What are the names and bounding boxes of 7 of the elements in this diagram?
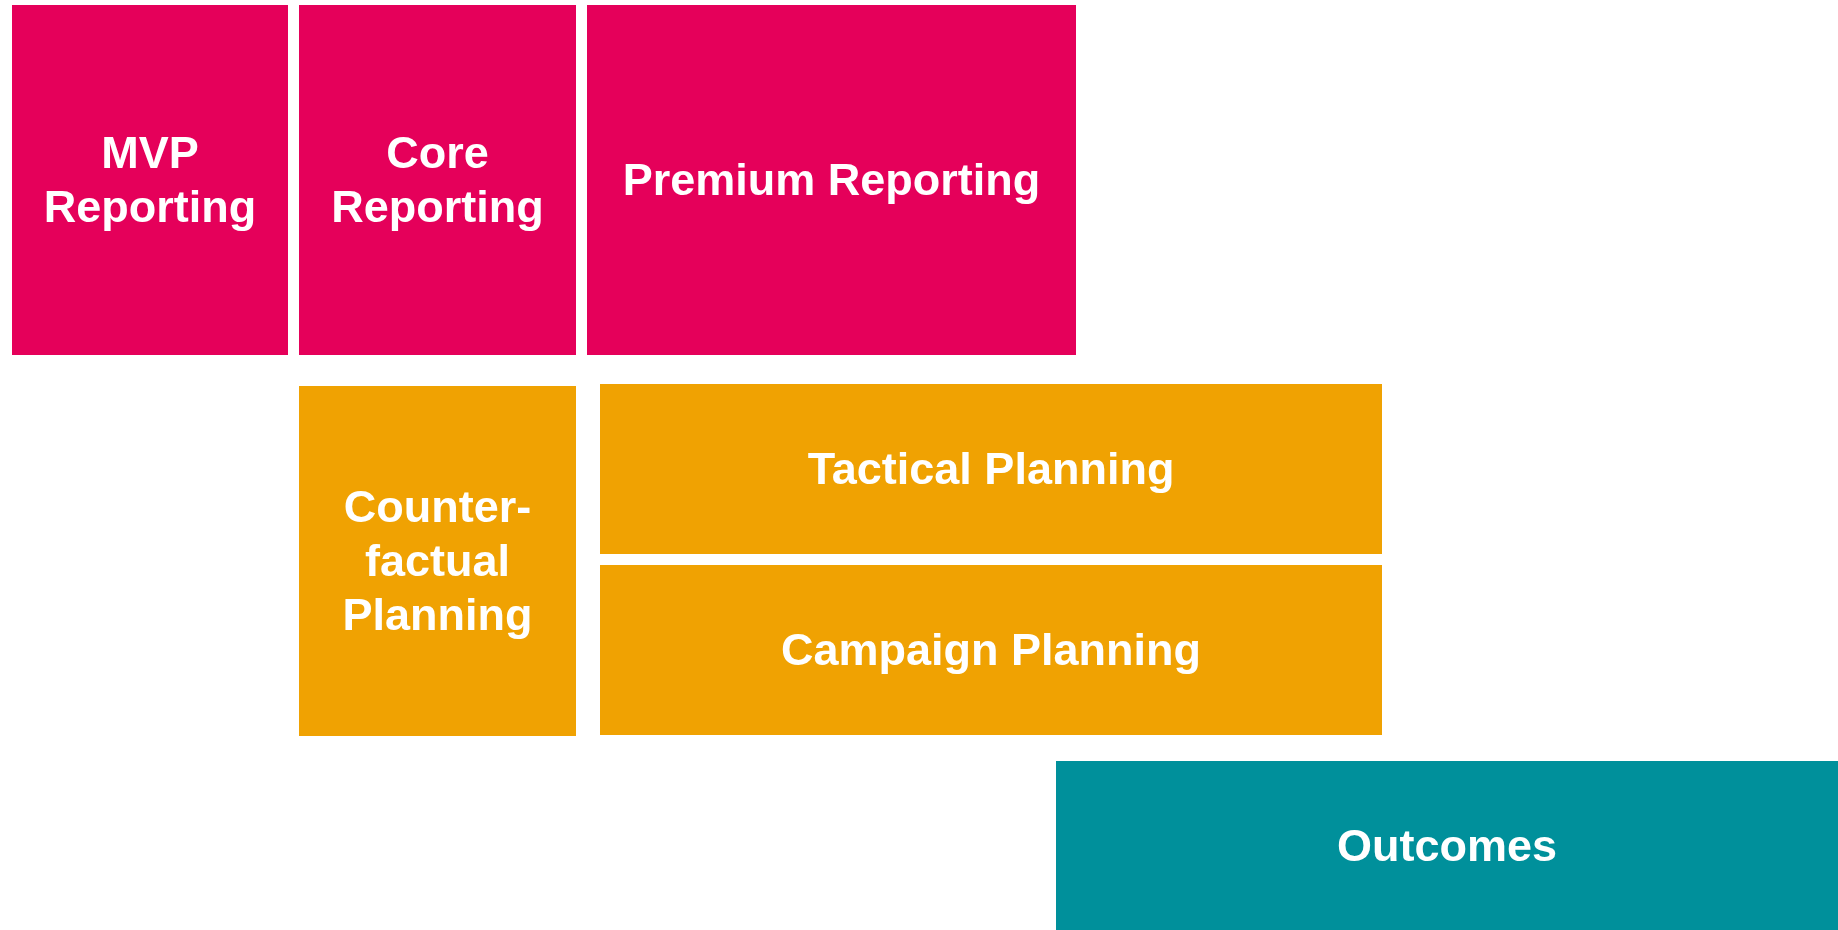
planning-block: Campaign Planning — [600, 565, 1382, 735]
planning-block: Counter-factual Planning — [299, 386, 576, 736]
reporting-block: Premium Reporting — [587, 5, 1076, 355]
reporting-block: MVP Reporting — [12, 5, 288, 355]
outcomes-block: Outcomes — [1056, 761, 1838, 930]
reporting-block: Core Reporting — [299, 5, 576, 355]
planning-block: Tactical Planning — [600, 384, 1382, 554]
